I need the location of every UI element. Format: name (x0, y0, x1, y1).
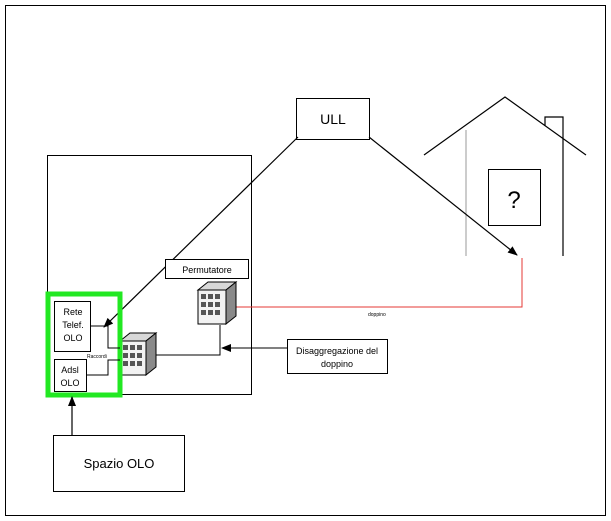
rete-label-line3: OLO (63, 333, 82, 343)
disaggregazione-label-line1: Disaggregazione del (296, 346, 378, 356)
chimney (545, 117, 563, 256)
disaggregazione-label-line2: doppino (321, 359, 353, 369)
rete-label-line2: Telef. (62, 320, 84, 330)
permutatore-label: Permutatore (182, 265, 232, 275)
adsl-label-line2: OLO (60, 378, 79, 388)
rete-label-line1: Rete (63, 307, 82, 317)
question-mark: ? (507, 187, 520, 214)
house: ? (424, 97, 586, 256)
server-icon (198, 282, 236, 324)
adsl-connector (87, 360, 120, 375)
doppino-line (236, 258, 522, 307)
ull-label: ULL (320, 111, 346, 127)
server-icon (120, 333, 156, 375)
spazio-olo-label: Spazio OLO (84, 456, 155, 471)
house-roof (424, 97, 586, 155)
adsl-label-line1: Adsl (61, 365, 79, 375)
raccordi-label: Raccordi (87, 354, 107, 360)
permutatore-to-raccordi-line (152, 325, 220, 355)
rete-connector (91, 326, 120, 348)
doppino-label: doppino (368, 312, 386, 318)
